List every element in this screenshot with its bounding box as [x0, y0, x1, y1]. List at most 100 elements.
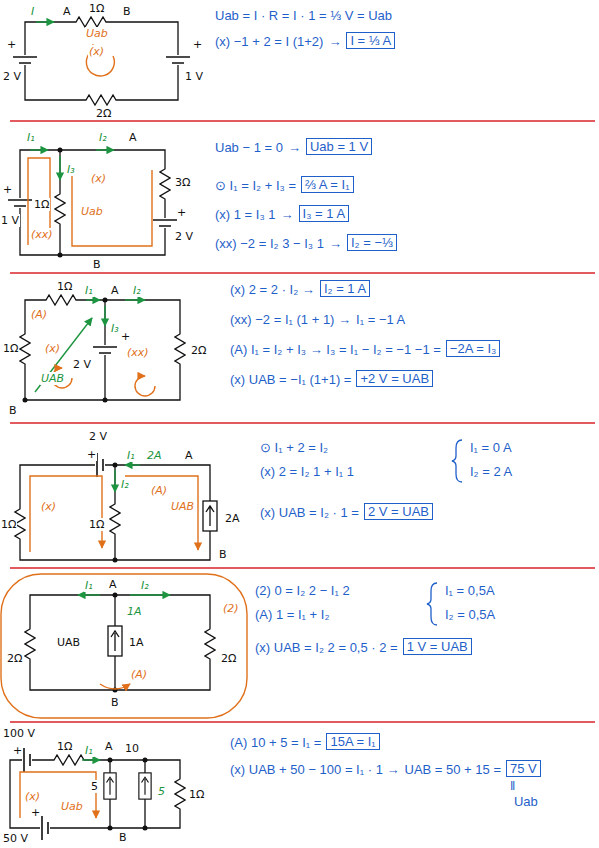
annotation-text: ⊙ I₁ = I₂ + I₃ = [215, 178, 296, 193]
loop-label: (A) [130, 668, 148, 681]
current-label: I₃ [66, 163, 76, 176]
result-box: I = ⅓ A [346, 32, 395, 49]
circuit-label: 1Ω [188, 788, 205, 801]
circuit-label: 1Ω [88, 2, 105, 15]
circuit-label: 2 V [72, 358, 92, 371]
loop-label: (x) [90, 172, 107, 185]
annotation-text: (x) 2 = I₂ 1 + I₁ 1 [260, 464, 354, 479]
annotation-text: → [281, 207, 294, 222]
current-label: I₂ [120, 478, 130, 491]
current-label: UAB [40, 372, 65, 385]
annotation-text: (x) 1 = I₃ 1 [215, 207, 276, 222]
circuit-label: B [8, 404, 18, 417]
loop-label: (x) [88, 45, 105, 58]
current-label: 2A [146, 449, 163, 462]
annotation-text: (x) UAB + 50 − 100 = I₁ · 1 → [230, 762, 400, 777]
loop-label: (x) [40, 500, 57, 513]
circuit-label: 10 [124, 742, 140, 755]
current-label: I₁ [84, 579, 94, 592]
result-box: +2 V = UAB [356, 370, 433, 387]
circuit-label: B [118, 831, 128, 844]
circuit-label: 2 V [174, 230, 194, 243]
annotation-text: I₂ = 0,5A [445, 607, 495, 622]
loop-label: (xx) [126, 346, 150, 359]
result-box: 15A = I₁ [326, 733, 379, 750]
annotation-text: Uab − 1 = 0 [215, 140, 283, 155]
annotation-text: I₁ = 0,5A [445, 583, 495, 598]
current-label: I₁ [26, 131, 36, 144]
circuit-label: A [108, 578, 118, 591]
circuit-label: A [128, 131, 138, 144]
current-label: I₃ [110, 322, 120, 335]
loop-label: (x) [24, 790, 41, 803]
circuit-label: 2Ω [95, 107, 112, 120]
circuit-label: 5 [90, 780, 99, 793]
circuit-label: 100 V [2, 727, 36, 740]
circuit-label: 2Ω [220, 652, 237, 665]
current-label: 5 [157, 785, 166, 798]
annotation-text: ⊙ I₁ + 2 = I₂ [260, 440, 328, 455]
result-box: I₂ = −⅓ [347, 234, 397, 251]
annotation-text: (x) UAB = I₂ 2 = 0,5 · 2 = [255, 640, 398, 655]
current-label: I₂ [132, 284, 142, 297]
circuit-label: 1 V [0, 214, 20, 227]
loop-label: (xx) [30, 228, 54, 241]
loop-label: Uab [80, 205, 104, 218]
annotation-text: (A) I₁ = I₂ + I₃ → I₃ = I₁ − I₂ = −1 −1 … [230, 342, 441, 357]
loop-label: (x) [44, 342, 61, 355]
current-label: I₁ [84, 744, 94, 757]
loop-label: Uab [60, 800, 84, 813]
result-box: I₂ = 1 A [320, 280, 370, 297]
circuit-label: B [218, 548, 228, 561]
circuit-label: + [6, 38, 17, 51]
annotation-text: (x) UAB = I₂ · 1 = [260, 505, 359, 520]
circuit-label: B [110, 696, 120, 709]
annotation-text: (xx) −2 = I₁ (1 + 1) → [230, 312, 351, 327]
circuit-label: 1A [128, 636, 145, 649]
current-label: I₂ [98, 131, 108, 144]
circuit-label: 1Ω [88, 518, 105, 531]
result-box: I₃ = 1 A [299, 205, 350, 222]
circuit-label: + [192, 38, 203, 51]
loop-label: Uab [85, 27, 109, 40]
annotation-text: I₁ = 0 A [470, 440, 512, 455]
circuit-label: + [176, 206, 187, 219]
circuit-label: A [62, 5, 72, 18]
annotation-text: UAB = 50 + 15 = [405, 762, 501, 777]
circuit-label: + [30, 806, 41, 819]
circuit-label: 3Ω [174, 176, 191, 189]
circuit-label: 2 V [2, 70, 22, 83]
circuit-label: UAB [56, 636, 81, 649]
result-box: ⅔ A = I₁ [301, 176, 354, 193]
loop-label: UAB [170, 500, 195, 513]
annotation-text: I₂ = 2 A [470, 464, 512, 479]
circuit-label: A [184, 449, 194, 462]
circuit-label: A [104, 740, 114, 753]
current-label: 1A [126, 605, 143, 618]
circuit-label: B [92, 258, 102, 271]
circuit-label: 1 V [184, 70, 204, 83]
annotation-text: → [329, 236, 342, 251]
annotation-text: Uab [514, 794, 538, 809]
annotation-text: (x) −1 + 2 = I (1+2) [215, 34, 323, 49]
circuit-label: 2A [224, 512, 241, 525]
annotation-text: (xx) −2 = I₂ 3 − I₃ 1 [215, 236, 324, 251]
result-box: 2 V = UAB [364, 503, 433, 520]
circuit-label: + [120, 330, 131, 343]
result-box: −2A = I₃ [446, 340, 501, 357]
circuit-label: + [12, 744, 23, 757]
loop-label: (A) [150, 484, 168, 497]
circuit-label: 50 V [2, 832, 29, 845]
current-label: I [30, 5, 35, 18]
circuit-label: + [2, 183, 13, 196]
current-label: I₁ [84, 284, 94, 297]
circuit-label: 1Ω [2, 342, 19, 355]
current-label: I₁ [126, 449, 136, 462]
circuit-label: 2Ω [190, 344, 207, 357]
circuit-label: 1Ω [0, 518, 17, 531]
circuit-label: + [86, 448, 97, 461]
circuit-label: 2Ω [6, 652, 23, 665]
annotation-text: ‖ [510, 778, 515, 793]
result-box: 1 V = UAB [403, 638, 472, 655]
